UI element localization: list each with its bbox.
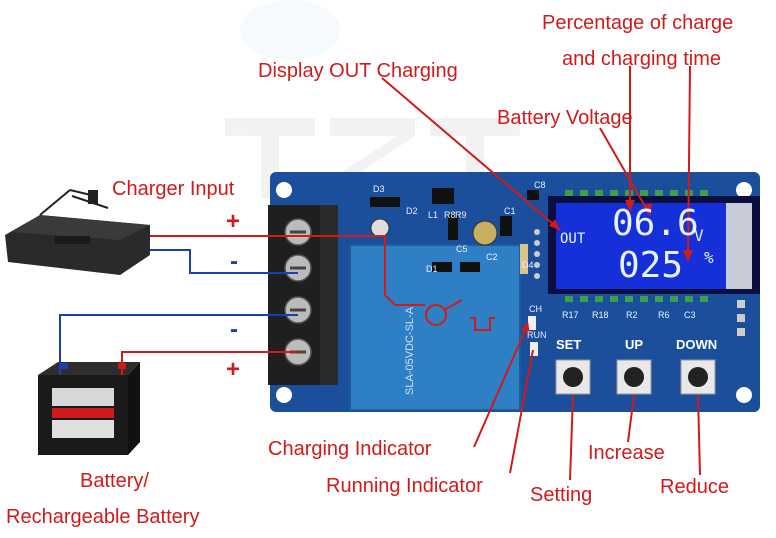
silk-c8: C8 [534, 180, 546, 190]
label-display-out: Display OUT Charging [258, 60, 458, 82]
watermark [225, 0, 520, 198]
silk-l1: L1 [428, 210, 438, 220]
lcd-voltage-unit: V [694, 226, 704, 245]
set-button[interactable] [556, 360, 590, 394]
silk-r18: R18 [592, 310, 609, 320]
down-button[interactable] [681, 360, 715, 394]
set-button-label: SET [556, 338, 581, 352]
silk-c2: C2 [486, 252, 498, 262]
polarity-charger-plus: + [226, 210, 240, 234]
relay-label: SLA-05VDC-SL-A [405, 307, 415, 395]
label-reduce: Reduce [660, 476, 729, 498]
silk-d4: D4 [522, 260, 534, 270]
label-battery-line1: Battery/ [80, 470, 149, 492]
ch-led [528, 316, 536, 330]
label-percent-charge-line2: and charging time [562, 48, 721, 70]
run-led [530, 342, 538, 356]
label-setting: Setting [530, 484, 592, 506]
silk-c3: C3 [684, 310, 696, 320]
silk-c5: C5 [456, 244, 468, 254]
up-button-label: UP [625, 338, 643, 352]
silk-d3: D3 [373, 184, 385, 194]
silk-d1: D1 [426, 264, 438, 274]
polarity-battery-plus: + [226, 358, 240, 382]
run-label: RUN [527, 330, 547, 340]
label-charging-indicator: Charging Indicator [268, 438, 431, 460]
silk-r6: R6 [658, 310, 670, 320]
label-increase: Increase [588, 442, 665, 464]
lcd-percent-unit: % [704, 248, 714, 267]
silk-r8: R8 [444, 210, 456, 220]
silk-d2: D2 [406, 206, 418, 216]
silk-r17: R17 [562, 310, 579, 320]
label-battery-voltage: Battery Voltage [497, 107, 633, 129]
ch-label: CH [529, 304, 542, 314]
lcd-voltage: 06.6 [612, 204, 699, 244]
silk-c1: C1 [504, 206, 516, 216]
silk-r9: R9 [455, 210, 467, 220]
up-button[interactable] [617, 360, 651, 394]
battery-illustration [38, 362, 140, 455]
polarity-charger-minus: - [230, 250, 238, 274]
down-button-label: DOWN [676, 338, 717, 352]
charger-adapter [5, 190, 150, 275]
lcd-out-text: OUT [560, 231, 585, 247]
polarity-battery-minus: - [230, 318, 238, 342]
label-charger-input: Charger Input [112, 178, 234, 200]
label-running-indicator: Running Indicator [326, 475, 483, 497]
label-percent-charge-line1: Percentage of charge [542, 12, 733, 34]
lcd-percent: 025 [618, 246, 683, 286]
terminal-block [268, 205, 338, 385]
silk-r2: R2 [626, 310, 638, 320]
label-battery-line2: Rechargeable Battery [6, 506, 199, 528]
